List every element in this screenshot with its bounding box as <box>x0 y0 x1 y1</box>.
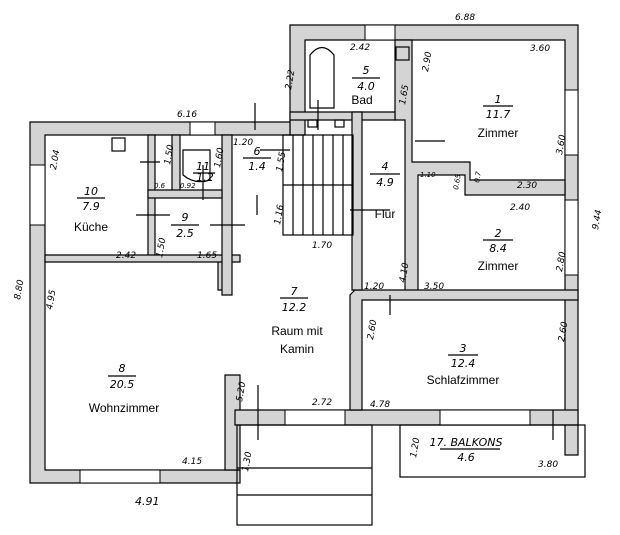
dim-room9-h: 1.50 <box>155 237 168 259</box>
dim-balcony-w: 3.80 <box>538 460 558 470</box>
dim-stair-h: 1.16 <box>273 204 286 226</box>
dim-kitchen-w: 2.42 <box>116 251 136 261</box>
dim-right-total: 9.44 <box>591 209 604 231</box>
dim-room1-left: 2.90 <box>421 51 434 73</box>
dim-bath-side: 2.22 <box>284 69 297 91</box>
dim-kamin-h: 5.20 <box>235 381 248 403</box>
shower-tray <box>182 149 211 183</box>
dim-wc-w: 0.92 <box>180 182 196 190</box>
section-marks <box>136 100 554 440</box>
room-4-name: Flur <box>375 207 396 221</box>
room-7-area: 12.2 <box>282 301 307 314</box>
dim-hall6-h: 1.55 <box>275 151 288 173</box>
room-7-name-line1: Raum mit <box>271 324 323 338</box>
dim-bath-width: 2.42 <box>350 43 370 53</box>
dim-room2-top: 2.40 <box>510 203 530 213</box>
vent-icon <box>307 119 318 128</box>
dim-entry-h: 1.30 <box>241 451 254 473</box>
room-10-area: 7.9 <box>82 200 100 213</box>
shaft-icon <box>395 46 410 61</box>
dim-bed-left: 2.60 <box>366 319 379 341</box>
dim-room2-notch-w: 1.10 <box>420 171 436 179</box>
room-8-number: 8 <box>119 362 126 375</box>
room-3-name: Schlafzimmer <box>427 373 500 387</box>
dim-left-total: 8.80 <box>13 279 26 301</box>
dim-room2-notch-h: 0.65 <box>452 173 463 190</box>
room-6-number: 6 <box>254 145 261 158</box>
dim-room1-bottom: 2.30 <box>517 181 537 191</box>
dim-bath-height: 1.65 <box>398 84 411 106</box>
room-3-number: 3 <box>460 342 467 355</box>
room-6-area: 1.4 <box>248 160 266 173</box>
room-9-area: 2.5 <box>176 227 194 240</box>
room-8-name: Wohnzimmer <box>89 401 159 415</box>
dim-bed-w: 4.78 <box>370 400 390 410</box>
room-labels: 1 11.7 Zimmer 2 8.4 Zimmer 3 12.4 Schlaf… <box>74 64 518 464</box>
bathtub <box>309 46 335 109</box>
dim-living-h: 4.95 <box>45 289 58 311</box>
room-10-name: Küche <box>74 220 108 234</box>
room-1-area: 11.7 <box>486 108 511 121</box>
staircase <box>282 134 354 236</box>
dim-room1-right: 3.60 <box>555 134 568 156</box>
dim-room1-width: 3.60 <box>530 44 550 54</box>
balcony-label: 17. BALKONS <box>430 436 503 449</box>
room-9-number: 9 <box>182 211 189 224</box>
vent-icon <box>334 119 345 128</box>
room-11-area: 1.2 <box>196 171 214 184</box>
dim-closet-w: 0.6 <box>154 182 166 190</box>
dim-kitchen-h: 2.04 <box>49 149 62 171</box>
dim-closet-h: 1.50 <box>163 144 176 166</box>
room-7-number: 7 <box>291 285 298 298</box>
dim-stair-w: 1.70 <box>312 241 332 251</box>
dimension-labels: 6.88 6.16 8.80 9.44 2.42 1.65 2.22 3.60 … <box>13 13 604 508</box>
dim-flur-len: 4.10 <box>398 262 411 284</box>
dim-flur-w: 1.20 <box>364 282 384 292</box>
room-5-name: Bad <box>351 93 372 107</box>
windows <box>29 24 579 484</box>
room-1-name: Zimmer <box>478 126 519 140</box>
dim-bed-right: 2.60 <box>557 321 570 343</box>
dim-room2-right: 2.80 <box>555 251 568 273</box>
room-2-area: 8.4 <box>489 242 507 255</box>
room-7-name-line2: Kamin <box>280 342 314 356</box>
room-1-number: 1 <box>495 93 502 106</box>
dim-hall6-w: 1.20 <box>233 138 253 148</box>
dim-top-total: 6.88 <box>455 13 475 23</box>
dim-left-top: 6.16 <box>177 110 197 120</box>
room-3-area: 12.4 <box>451 357 476 370</box>
room-10-number: 10 <box>84 185 98 198</box>
room-4-number: 4 <box>382 160 389 173</box>
dim-room2-notch-h2: 0.7 <box>473 170 483 183</box>
entry-steps <box>236 424 373 526</box>
room-5-number: 5 <box>363 64 370 77</box>
dim-living-total: 4.91 <box>135 495 160 508</box>
dim-balcony-h: 1.20 <box>409 437 422 459</box>
dim-room9-w: 1.65 <box>197 251 217 261</box>
room-8-area: 20.5 <box>110 378 135 391</box>
dim-wc-h: 1.60 <box>213 147 226 169</box>
room-4-area: 4.9 <box>376 176 394 189</box>
fraction-lines <box>77 77 513 450</box>
balcony <box>399 424 586 478</box>
balcony-area: 4.6 <box>457 451 475 464</box>
dim-kamin-w: 2.72 <box>312 398 332 408</box>
shaft-icon <box>111 137 126 152</box>
room-2-name: Zimmer <box>478 259 519 273</box>
dim-room2-bottom: 3.50 <box>424 282 444 292</box>
room-5-area: 4.0 <box>357 80 375 93</box>
room-2-number: 2 <box>495 227 502 240</box>
dim-living-w: 4.15 <box>182 457 202 467</box>
